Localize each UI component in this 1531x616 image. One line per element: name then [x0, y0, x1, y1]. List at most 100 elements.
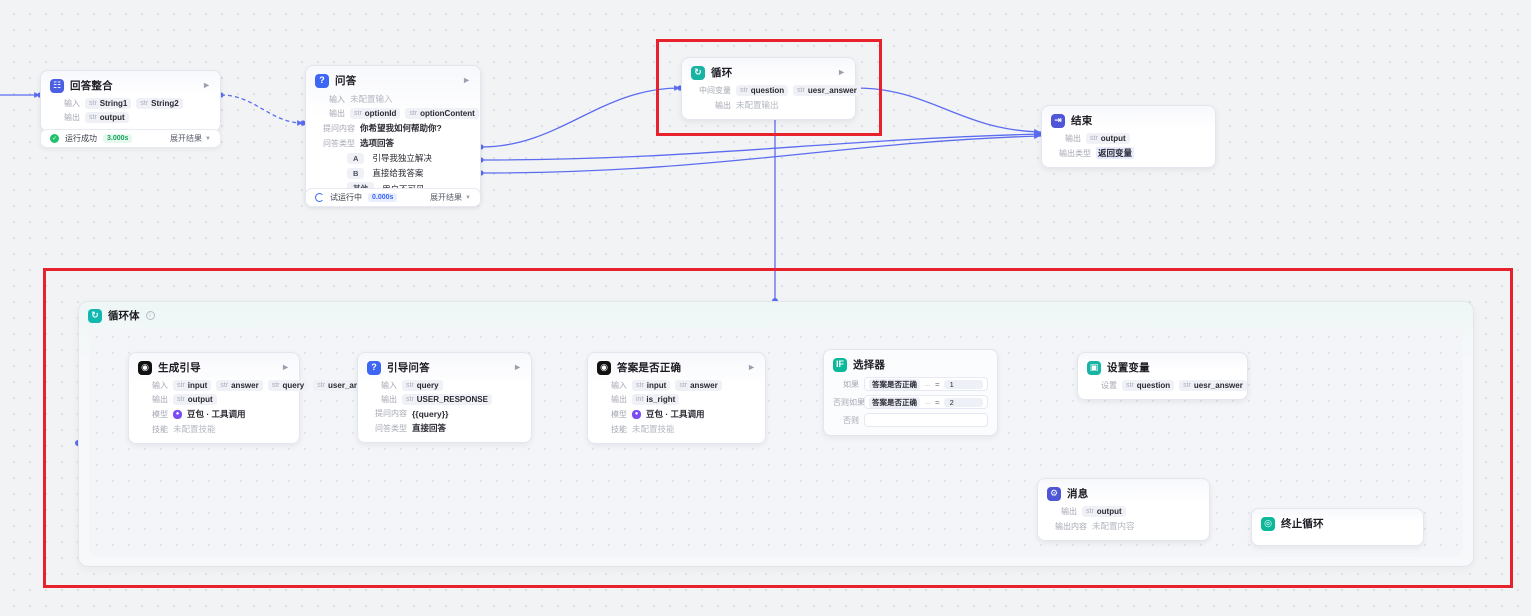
condition-box[interactable] [864, 413, 988, 427]
node-break-loop[interactable]: ◎ 终止循环 [1251, 508, 1424, 546]
condition-row-else[interactable]: 否则 [833, 413, 988, 427]
question-content-value: 你希望我如何帮助你? [360, 123, 442, 133]
qa-option-row[interactable]: A 引导我独立解决 [315, 152, 471, 164]
input-label: 输入 [611, 381, 627, 390]
model-label: 模型 [611, 409, 627, 419]
condition-label: 否则如果 [833, 397, 865, 407]
expand-result-button[interactable]: 展开结果▼ [170, 134, 211, 143]
info-icon[interactable]: i [145, 311, 155, 320]
question-content-label: 提问内容 [375, 409, 407, 418]
loop-icon: ↻ [88, 308, 102, 323]
node-title: 生成引导 [158, 362, 201, 374]
model-row: 模型 ● 豆包 · 工具调用 [138, 408, 290, 420]
condition-variable: 答案是否正确 [869, 378, 920, 390]
node-title: 问答 [335, 75, 357, 87]
model-value: 豆包 · 工具调用 [187, 409, 246, 419]
node-selector[interactable]: IF 选择器 如果 答案是否正确 … = 1 否则如果 答案是否正确 … = 2… [823, 349, 998, 436]
input-label: 输入 [329, 94, 345, 104]
condition-box[interactable]: 答案是否正确 … = 2 [864, 395, 988, 409]
node-header: ◎ 终止循环 [1261, 516, 1414, 531]
output-type-label: 输出类型 [1059, 148, 1091, 158]
qa-type-value: 选项回答 [360, 138, 395, 148]
break-icon: ◎ [1261, 516, 1275, 531]
output-label: 输出 [152, 395, 168, 404]
input-value: 未配置输入 [350, 94, 393, 104]
status-bar-answer-merge[interactable]: ✓ 运行成功 3.000s 展开结果▼ [40, 129, 221, 148]
node-header: ? 引导问答 ► [367, 360, 522, 375]
question-content-row: 提问内容 {{query}} [367, 408, 522, 419]
qa-option-row[interactable]: B 直接给我答案 [315, 167, 471, 179]
run-node-button[interactable]: ► [281, 362, 290, 372]
run-node-button[interactable]: ► [513, 362, 522, 372]
run-node-button[interactable]: ► [837, 67, 846, 77]
node-header: ? 问答 ► [315, 73, 471, 88]
node-title: 回答整合 [70, 80, 113, 92]
condition-value[interactable]: 1 [943, 379, 983, 389]
status-bar-qa[interactable]: 试运行中 0.000s 展开结果▼ [305, 188, 481, 207]
condition-ellipsis: … [924, 380, 931, 388]
run-node-button[interactable]: ► [202, 80, 211, 90]
expand-result-button[interactable]: 展开结果▼ [430, 193, 471, 202]
run-node-button[interactable]: ► [747, 362, 756, 372]
setvar-icon: ▣ [1087, 360, 1101, 375]
skill-label: 技能 [611, 424, 627, 434]
model-label: 模型 [152, 409, 168, 419]
node-header: ◉ 答案是否正确 ► [597, 360, 756, 375]
node-title: 循环 [711, 67, 733, 79]
qa-type-value: 直接回答 [412, 423, 447, 433]
annotation-box-loop-node [656, 39, 882, 136]
qa-type-row: 问答类型 直接回答 [367, 422, 522, 434]
condition-row-if[interactable]: 如果 答案是否正确 … = 1 [833, 377, 988, 391]
output-content-label: 输出内容 [1055, 521, 1087, 531]
condition-label: 否则 [843, 415, 859, 425]
message-icon: ⚙ [1047, 486, 1061, 501]
condition-row-elseif[interactable]: 否则如果 答案是否正确 … = 2 [833, 395, 988, 409]
condition-label: 如果 [843, 379, 859, 389]
option-key: B [347, 167, 365, 179]
output-label: 输出 [715, 100, 731, 110]
mid-var-label: 中间变量 [699, 86, 731, 95]
run-node-button[interactable]: ► [462, 75, 471, 85]
chevron-down-icon: ▼ [205, 135, 211, 142]
end-icon: ⇥ [1051, 113, 1065, 128]
condition-value[interactable]: 2 [943, 397, 983, 407]
if-icon: IF [833, 357, 847, 372]
output-type-row: 输出类型 返回变量 [1051, 147, 1206, 159]
question-icon: ? [315, 73, 329, 88]
node-header: IF 选择器 [833, 357, 988, 372]
qa-type-label: 问答类型 [375, 423, 407, 433]
output-content-value: 未配置内容 [1092, 521, 1135, 531]
output-type-value: 返回变量 [1096, 147, 1135, 159]
skill-value: 未配置技能 [632, 424, 675, 434]
node-header: ▣ 设置变量 [1087, 360, 1238, 375]
condition-box[interactable]: 答案是否正确 … = 1 [864, 377, 988, 391]
node-header: ⇥ 结束 [1051, 113, 1206, 128]
question-content-row: 提问内容 你希望我如何帮助你? [315, 122, 471, 134]
